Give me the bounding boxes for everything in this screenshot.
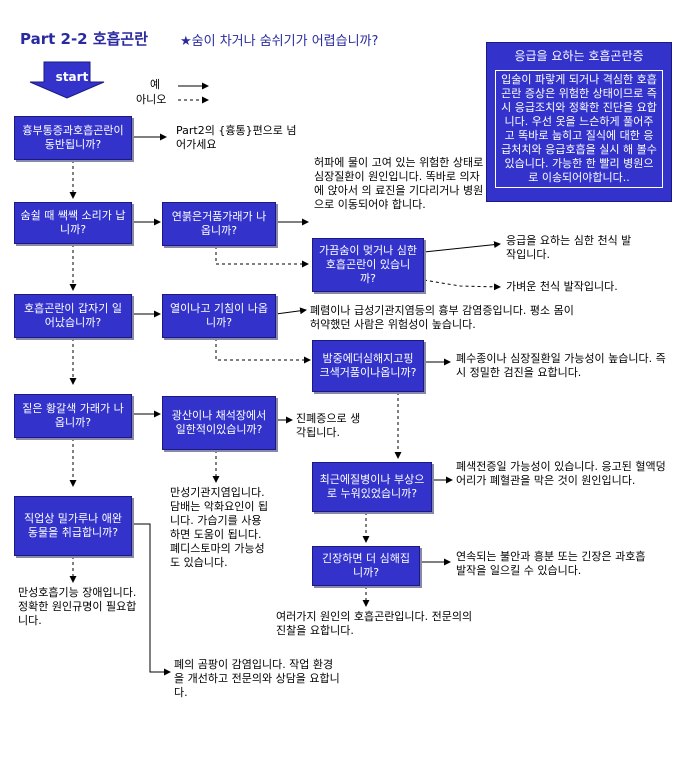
answer-chest-pain: Part2의 {흉통}편으로 넘어가세요 xyxy=(176,124,297,151)
answer-mild-asthma: 가벼운 천식 발작입니다. xyxy=(506,280,618,293)
legend-yes-label: 예 xyxy=(150,78,161,91)
answer-chest-infection: 폐렴이나 급성기관지염등의 흉부 감염증입니다. 평소 몸이 허약했던 사람은 … xyxy=(310,304,574,331)
answer-chronic: 만성호흡기능 장애입니다. 정확한 원인규명이 필요합니다. xyxy=(18,586,137,627)
start-label: start xyxy=(55,70,89,84)
page-subtitle: ★숨이 차거나 숨쉬기가 어렵습니까? xyxy=(180,34,379,49)
question-box-bedridden: 최근에질병이나 부상으로 누워있었습니까? xyxy=(312,462,432,512)
answer-severe-asthma: 응급을 요하는 심한 천식 발작입니다. xyxy=(506,234,632,261)
answer-fungal: 폐의 곰팡이 감염입니다. 작업 환경을 개선하고 전문의와 상담을 요합니다. xyxy=(174,658,340,699)
question-box-chest-pain: 흉부통증과호흡곤란이 동반됩니까? xyxy=(14,116,132,160)
emergency-body: 입술이 파랗게 되거나 격심한 호흡곤란 증상은 위험한 상태이므로 즉시 응급… xyxy=(495,70,663,188)
question-box-fever-cough: 열이나고 기침이 나옵니까? xyxy=(162,294,276,338)
question-box-brown-sputum: 짙은 황갈색 가래가 나옵니까? xyxy=(14,394,132,438)
emergency-box: 응급을 요하는 호흡곤란증 입술이 파랗게 되거나 격심한 호흡곤란 증상은 위… xyxy=(486,42,672,202)
question-box-mine: 광산이나 채석장에서 일한적이있습니까? xyxy=(162,396,276,450)
emergency-title: 응급을 요하는 호흡곤란증 xyxy=(514,49,644,63)
legend-no-label: 아니오 xyxy=(136,93,167,106)
answer-various: 여러가지 원인의 호흡곤란입니다. 전문의의 진찰을 요합니다. xyxy=(276,610,473,637)
answer-hyperventilation: 연속되는 불안과 흥분 또는 긴장은 과호흡 발작을 일으킬 수 있습니다. xyxy=(456,550,646,577)
answer-pneumoconiosis: 진폐증으로 생각됩니다. xyxy=(296,412,361,439)
page-title: Part 2-2 호흡곤란 xyxy=(20,30,149,48)
start-arrow xyxy=(29,61,105,99)
answer-bronchitis: 만성기관지염입니다. 담배는 악화요인이 됩니다. 가습기를 사용하면 도움이 … xyxy=(170,486,269,569)
question-box-tension: 긴장하면 더 심해집니까? xyxy=(312,546,420,586)
question-box-night-pink: 밤중에더심해지고핑크색거품이나옵니까? xyxy=(312,340,424,392)
answer-edema: 폐수종이나 심장질환일 가능성이 높습니다. 즉시 정밀한 검진을 요합니다. xyxy=(456,352,666,379)
answer-heart-fluid: 허파에 물이 고여 있는 위험한 상태로 심장질환이 원인입니다. 똑바로 의자… xyxy=(314,156,484,211)
question-box-wheezing: 숨쉴 때 쌕쌕 소리가 납니까? xyxy=(14,202,132,244)
question-box-sudden: 호흡곤란이 갑자기 일어났습니까? xyxy=(14,294,132,338)
question-box-pink-sputum: 연붉은거품가래가 나옵니까? xyxy=(162,202,276,246)
question-box-breath-stop: 가끔숨이 멎거나 심한 호흡곤란이 있습니까? xyxy=(312,238,424,292)
question-box-occupation: 직업상 밀가루나 애완동물을 취급합니까? xyxy=(14,496,132,556)
answer-embolism: 폐색전증일 가능성이 있습니다. 응고된 혈액덩어리가 폐혈관을 막은 것이 원… xyxy=(456,460,666,487)
